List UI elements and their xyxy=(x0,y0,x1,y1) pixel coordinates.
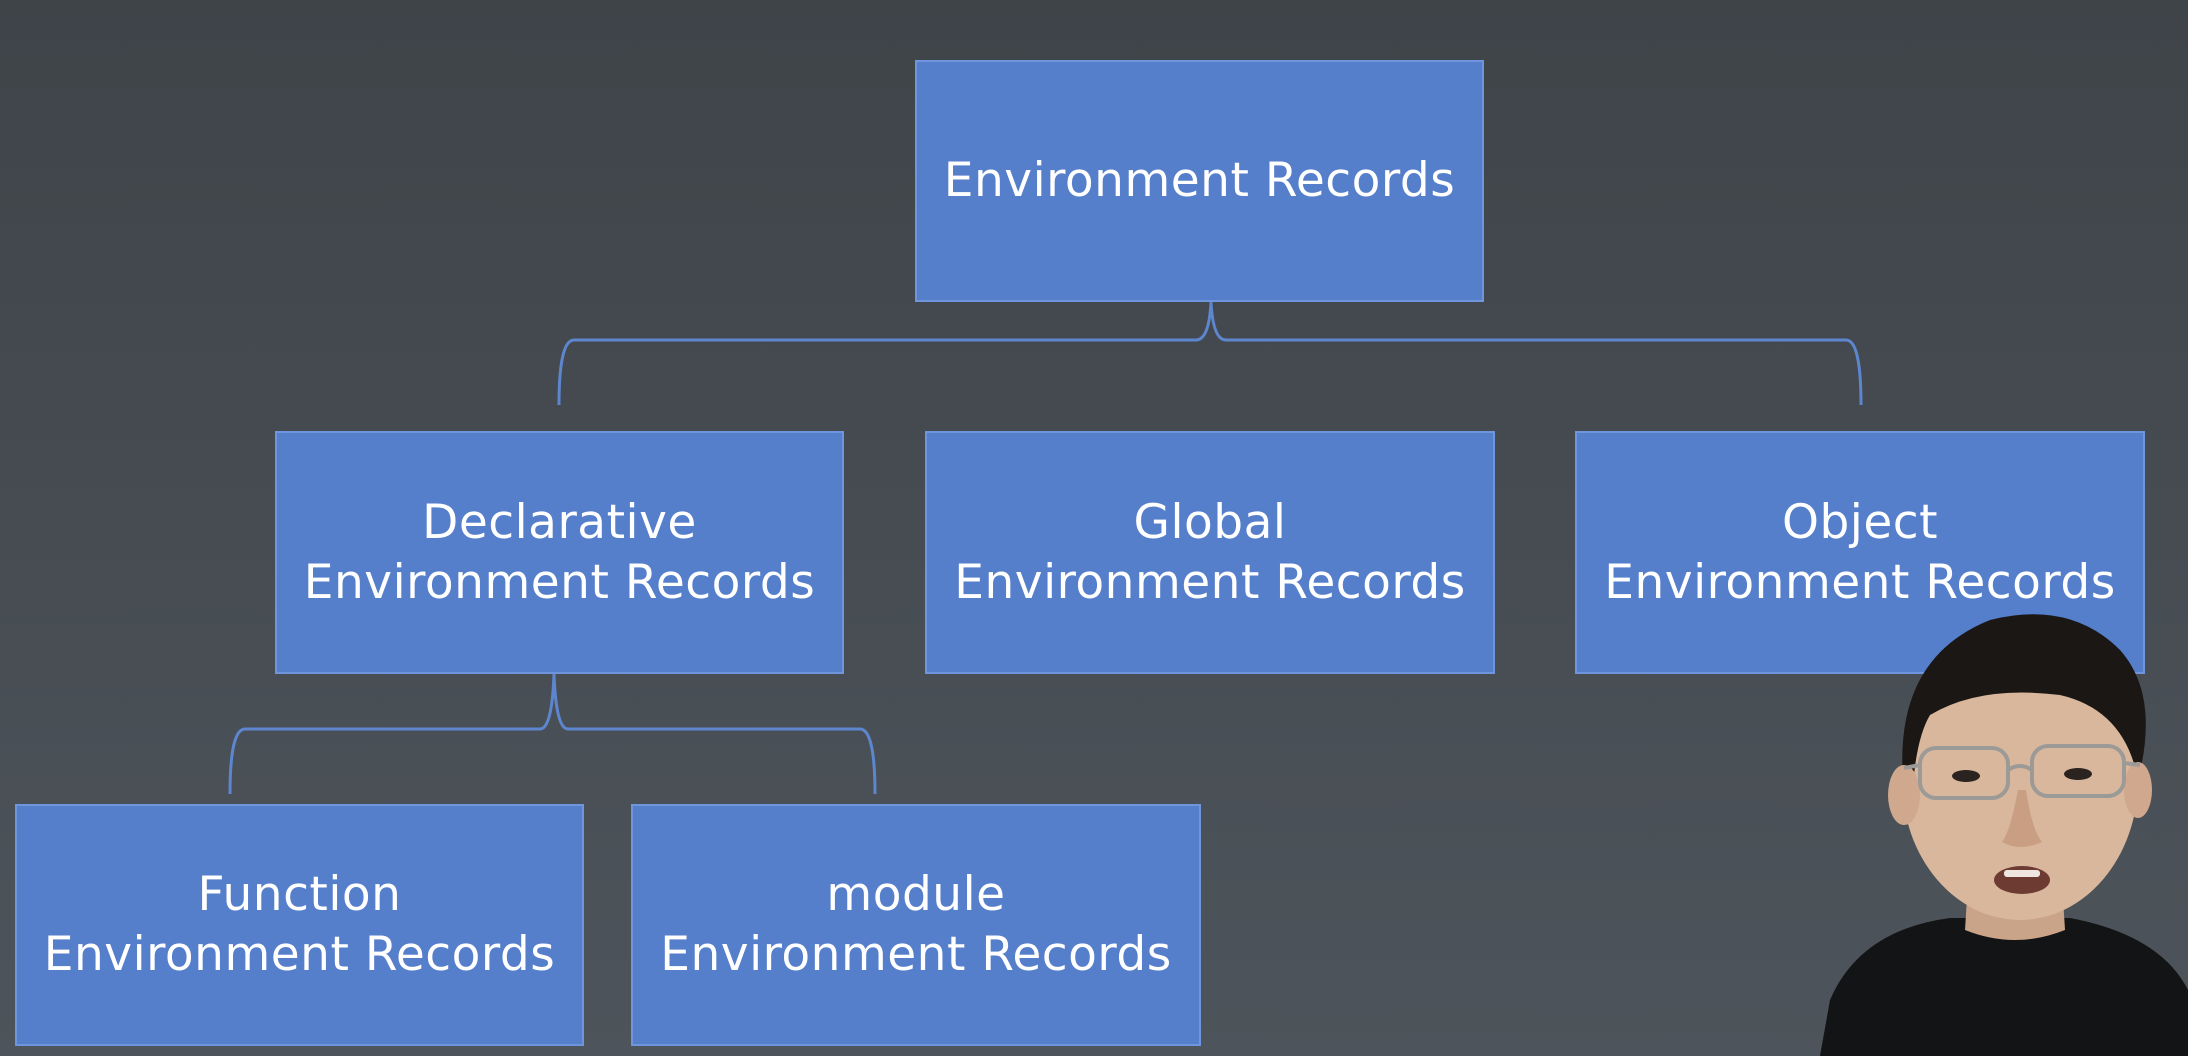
node-object-line2: Environment Records xyxy=(1604,554,2116,610)
node-module-line2: Environment Records xyxy=(660,927,1172,982)
node-module-environment-records: module Environment Records xyxy=(631,804,1201,1046)
node-declarative-environment-records: Declarative Environment Records xyxy=(275,431,844,674)
root-brace-connector xyxy=(557,301,1863,406)
node-environment-records-label: Environment Records xyxy=(943,153,1456,208)
presenter-nose xyxy=(2002,790,2042,847)
presenter-webcam xyxy=(1820,600,2188,1056)
node-declarative-line1: Declarative xyxy=(422,494,697,550)
node-function-line1: Function xyxy=(197,867,402,922)
presenter-shirt xyxy=(1820,918,2188,1056)
presenter-eye-left xyxy=(1952,770,1980,782)
node-function-line2: Environment Records xyxy=(43,927,556,982)
declarative-brace-connector xyxy=(228,673,877,795)
presenter-ear-left xyxy=(1888,765,1920,825)
node-global-environment-records: Global Environment Records xyxy=(925,431,1495,674)
node-object-line1: Object xyxy=(1781,494,1939,550)
node-global-line2: Environment Records xyxy=(954,554,1466,610)
presenter-hair xyxy=(1902,614,2146,800)
presenter-face xyxy=(1902,640,2138,920)
glasses-icon xyxy=(1903,744,2141,800)
node-environment-records: Environment Records xyxy=(915,60,1484,302)
node-declarative-line2: Environment Records xyxy=(303,554,816,610)
node-global-line1: Global xyxy=(1133,494,1287,550)
presenter-eye-right xyxy=(2064,768,2092,780)
node-module-line1: module xyxy=(826,867,1006,922)
presenter-ear-right xyxy=(2124,762,2152,818)
node-object-environment-records: Object Environment Records xyxy=(1575,431,2145,674)
node-function-environment-records: Function Environment Records xyxy=(15,804,584,1046)
